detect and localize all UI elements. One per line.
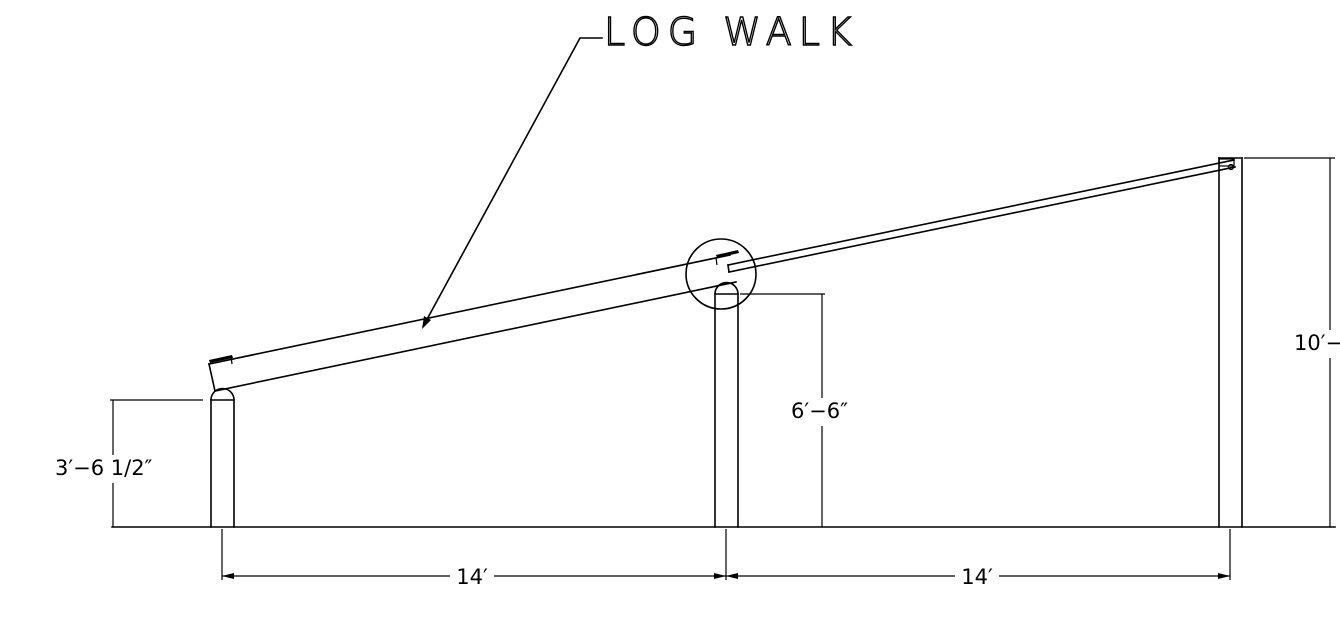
- detail-circle: [685, 238, 757, 310]
- left-height-dimension: 3′−6 1/2″: [55, 399, 203, 527]
- lower-log-beam: [208, 250, 739, 392]
- log-walk-label: LOG WALK: [604, 10, 859, 54]
- right-height-label: 10′−: [1294, 331, 1340, 355]
- upper-log-beam: [727, 158, 1236, 273]
- middle-height-label: 6′−6″: [791, 399, 848, 423]
- left-height-label: 3′−6 1/2″: [55, 456, 153, 480]
- right-height-dimension: 10′−: [1244, 157, 1340, 527]
- span-left-label: 14′: [456, 565, 488, 589]
- right-post: [1218, 157, 1243, 528]
- span-right-label: 14′: [961, 565, 993, 589]
- log-walk-leader: [422, 37, 603, 329]
- middle-height-dimension: 6′−6″: [740, 293, 860, 527]
- span-dimensions: 14′ 14′: [221, 529, 1231, 589]
- left-post: [210, 387, 235, 528]
- middle-post: [714, 281, 739, 528]
